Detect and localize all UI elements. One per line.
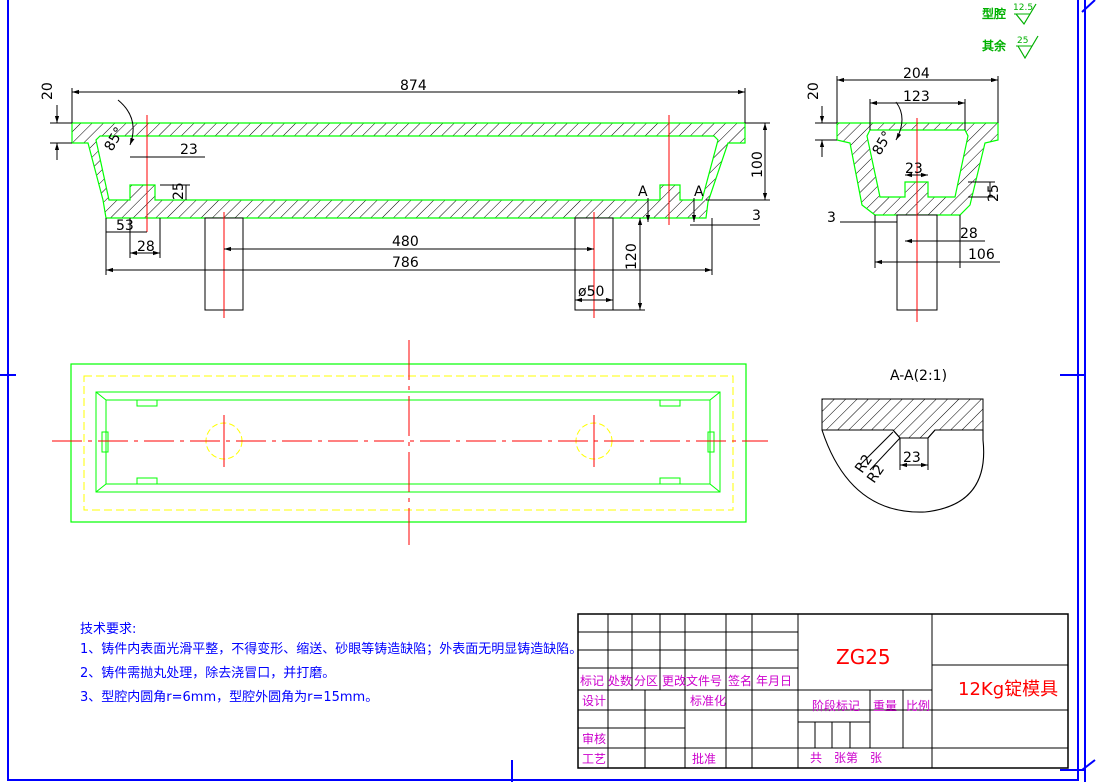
dim-side-25: 25	[986, 184, 1002, 202]
rev-mark: 标记	[580, 674, 604, 688]
dim-side-106: 106	[968, 247, 995, 263]
side-view: 204 123 20 85° 23 25 3 28 106	[806, 66, 1002, 322]
weight-label: 重量	[873, 699, 897, 713]
dim-53: 53	[116, 218, 134, 234]
section-a-a: A-A(2:1) R2 R2 23	[821, 368, 985, 513]
tech-item-3: 3、型腔内圆角r=6mm，型腔外圆角为r=15mm。	[80, 689, 378, 705]
dim-side-angle: 85°	[870, 128, 896, 158]
rev-zone: 分区	[634, 674, 658, 688]
roughness-legend: 型腔 12.5 其余 25	[982, 3, 1039, 60]
tech-title: 技术要求:	[80, 622, 136, 637]
design-label: 设计	[582, 694, 606, 708]
top-view	[52, 340, 768, 545]
stage-mark-label: 阶段标记	[812, 698, 860, 713]
roughness-cavity-value: 12.5	[1013, 3, 1033, 13]
tech-item-2: 2、铸件需抛丸处理，除去浇冒口，并打磨。	[80, 665, 335, 681]
dim-120: 120	[624, 243, 640, 270]
dim-20: 20	[40, 82, 56, 100]
dim-786: 786	[392, 255, 419, 271]
dim-480: 480	[392, 234, 419, 250]
material: ZG25	[836, 645, 891, 669]
roughness-check-icon	[1015, 3, 1037, 26]
tech-requirements: 技术要求: 1、铸件内表面光滑平整，不得变形、缩送、砂眼等铸造缺陷；外表面无明显…	[80, 622, 582, 705]
dim-204: 204	[903, 66, 930, 82]
part-name: 12Kg锭模具	[958, 679, 1058, 700]
front-view: 874 20 85° 23 25 100 3 53 28	[40, 78, 770, 318]
section-title: A-A(2:1)	[890, 368, 947, 384]
dim-side-3: 3	[827, 210, 836, 226]
dim-3: 3	[752, 208, 761, 224]
title-block: ZG25 12Kg锭模具 标记 处数 分区 更改文件号 签名 年月日 设计 标准…	[577, 613, 1069, 769]
dim-side-20: 20	[806, 82, 822, 100]
scale-label: 比例	[906, 699, 930, 713]
dim-874: 874	[400, 78, 427, 94]
sheets-label: 共 张第 张	[810, 751, 882, 765]
roughness-check-icon	[1017, 35, 1039, 60]
roughness-cavity-label: 型腔	[982, 6, 1006, 21]
standardize-label: 标准化	[690, 694, 726, 708]
dim-dia50: ø50	[578, 284, 604, 300]
dim-side-23: 23	[905, 161, 923, 177]
dim-100: 100	[750, 151, 766, 178]
review-label: 审核	[582, 731, 606, 746]
section-mark-a-right: A	[694, 184, 704, 200]
process-label: 工艺	[582, 752, 606, 766]
roughness-other-value: 25	[1017, 36, 1028, 46]
dim-123: 123	[903, 89, 930, 105]
roughness-other-label: 其余	[982, 38, 1007, 53]
section-dim-23: 23	[903, 450, 921, 466]
dim-rib-25: 25	[171, 182, 187, 200]
dim-28: 28	[137, 239, 155, 255]
section-mark-a-left: A	[638, 184, 648, 200]
tech-item-1: 1、铸件内表面光滑平整，不得变形、缩送、砂眼等铸造缺陷；外表面无明显铸造缺陷。	[80, 641, 582, 657]
rev-count: 处数	[608, 673, 632, 688]
rev-sign: 签名	[728, 673, 752, 688]
rev-date: 年月日	[756, 674, 792, 688]
dim-side-28: 28	[960, 226, 978, 242]
dim-rib-23: 23	[180, 142, 198, 158]
rev-doc: 更改文件号	[662, 673, 722, 688]
approve-label: 批准	[692, 751, 716, 766]
